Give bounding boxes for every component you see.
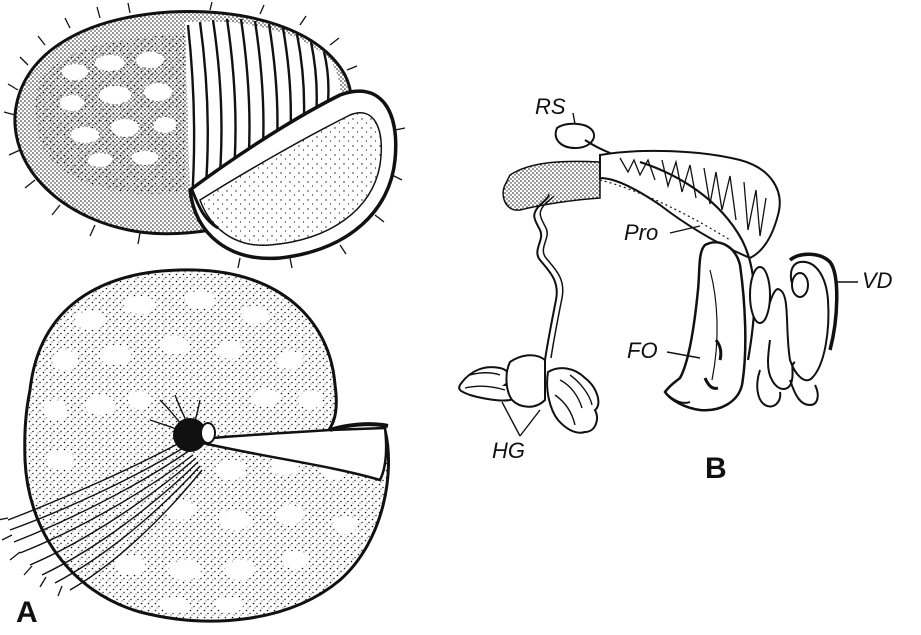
reproductive-system [459, 124, 837, 433]
vas-deferens [757, 254, 836, 406]
label-pro: Pro [624, 222, 658, 244]
panel-label-a: A [16, 598, 38, 628]
label-rs: RS [535, 96, 566, 118]
label-hg: HG [492, 440, 525, 462]
free-oviduct [665, 242, 745, 410]
hermaphrodite-gland [459, 195, 598, 433]
panel-label-b: B [705, 454, 727, 484]
shell-umbilical-view [0, 270, 389, 621]
albumen-gland [503, 161, 600, 210]
label-fo: FO [627, 340, 658, 362]
label-vd: VD [862, 270, 893, 292]
shell-lateral-view [4, 2, 405, 268]
